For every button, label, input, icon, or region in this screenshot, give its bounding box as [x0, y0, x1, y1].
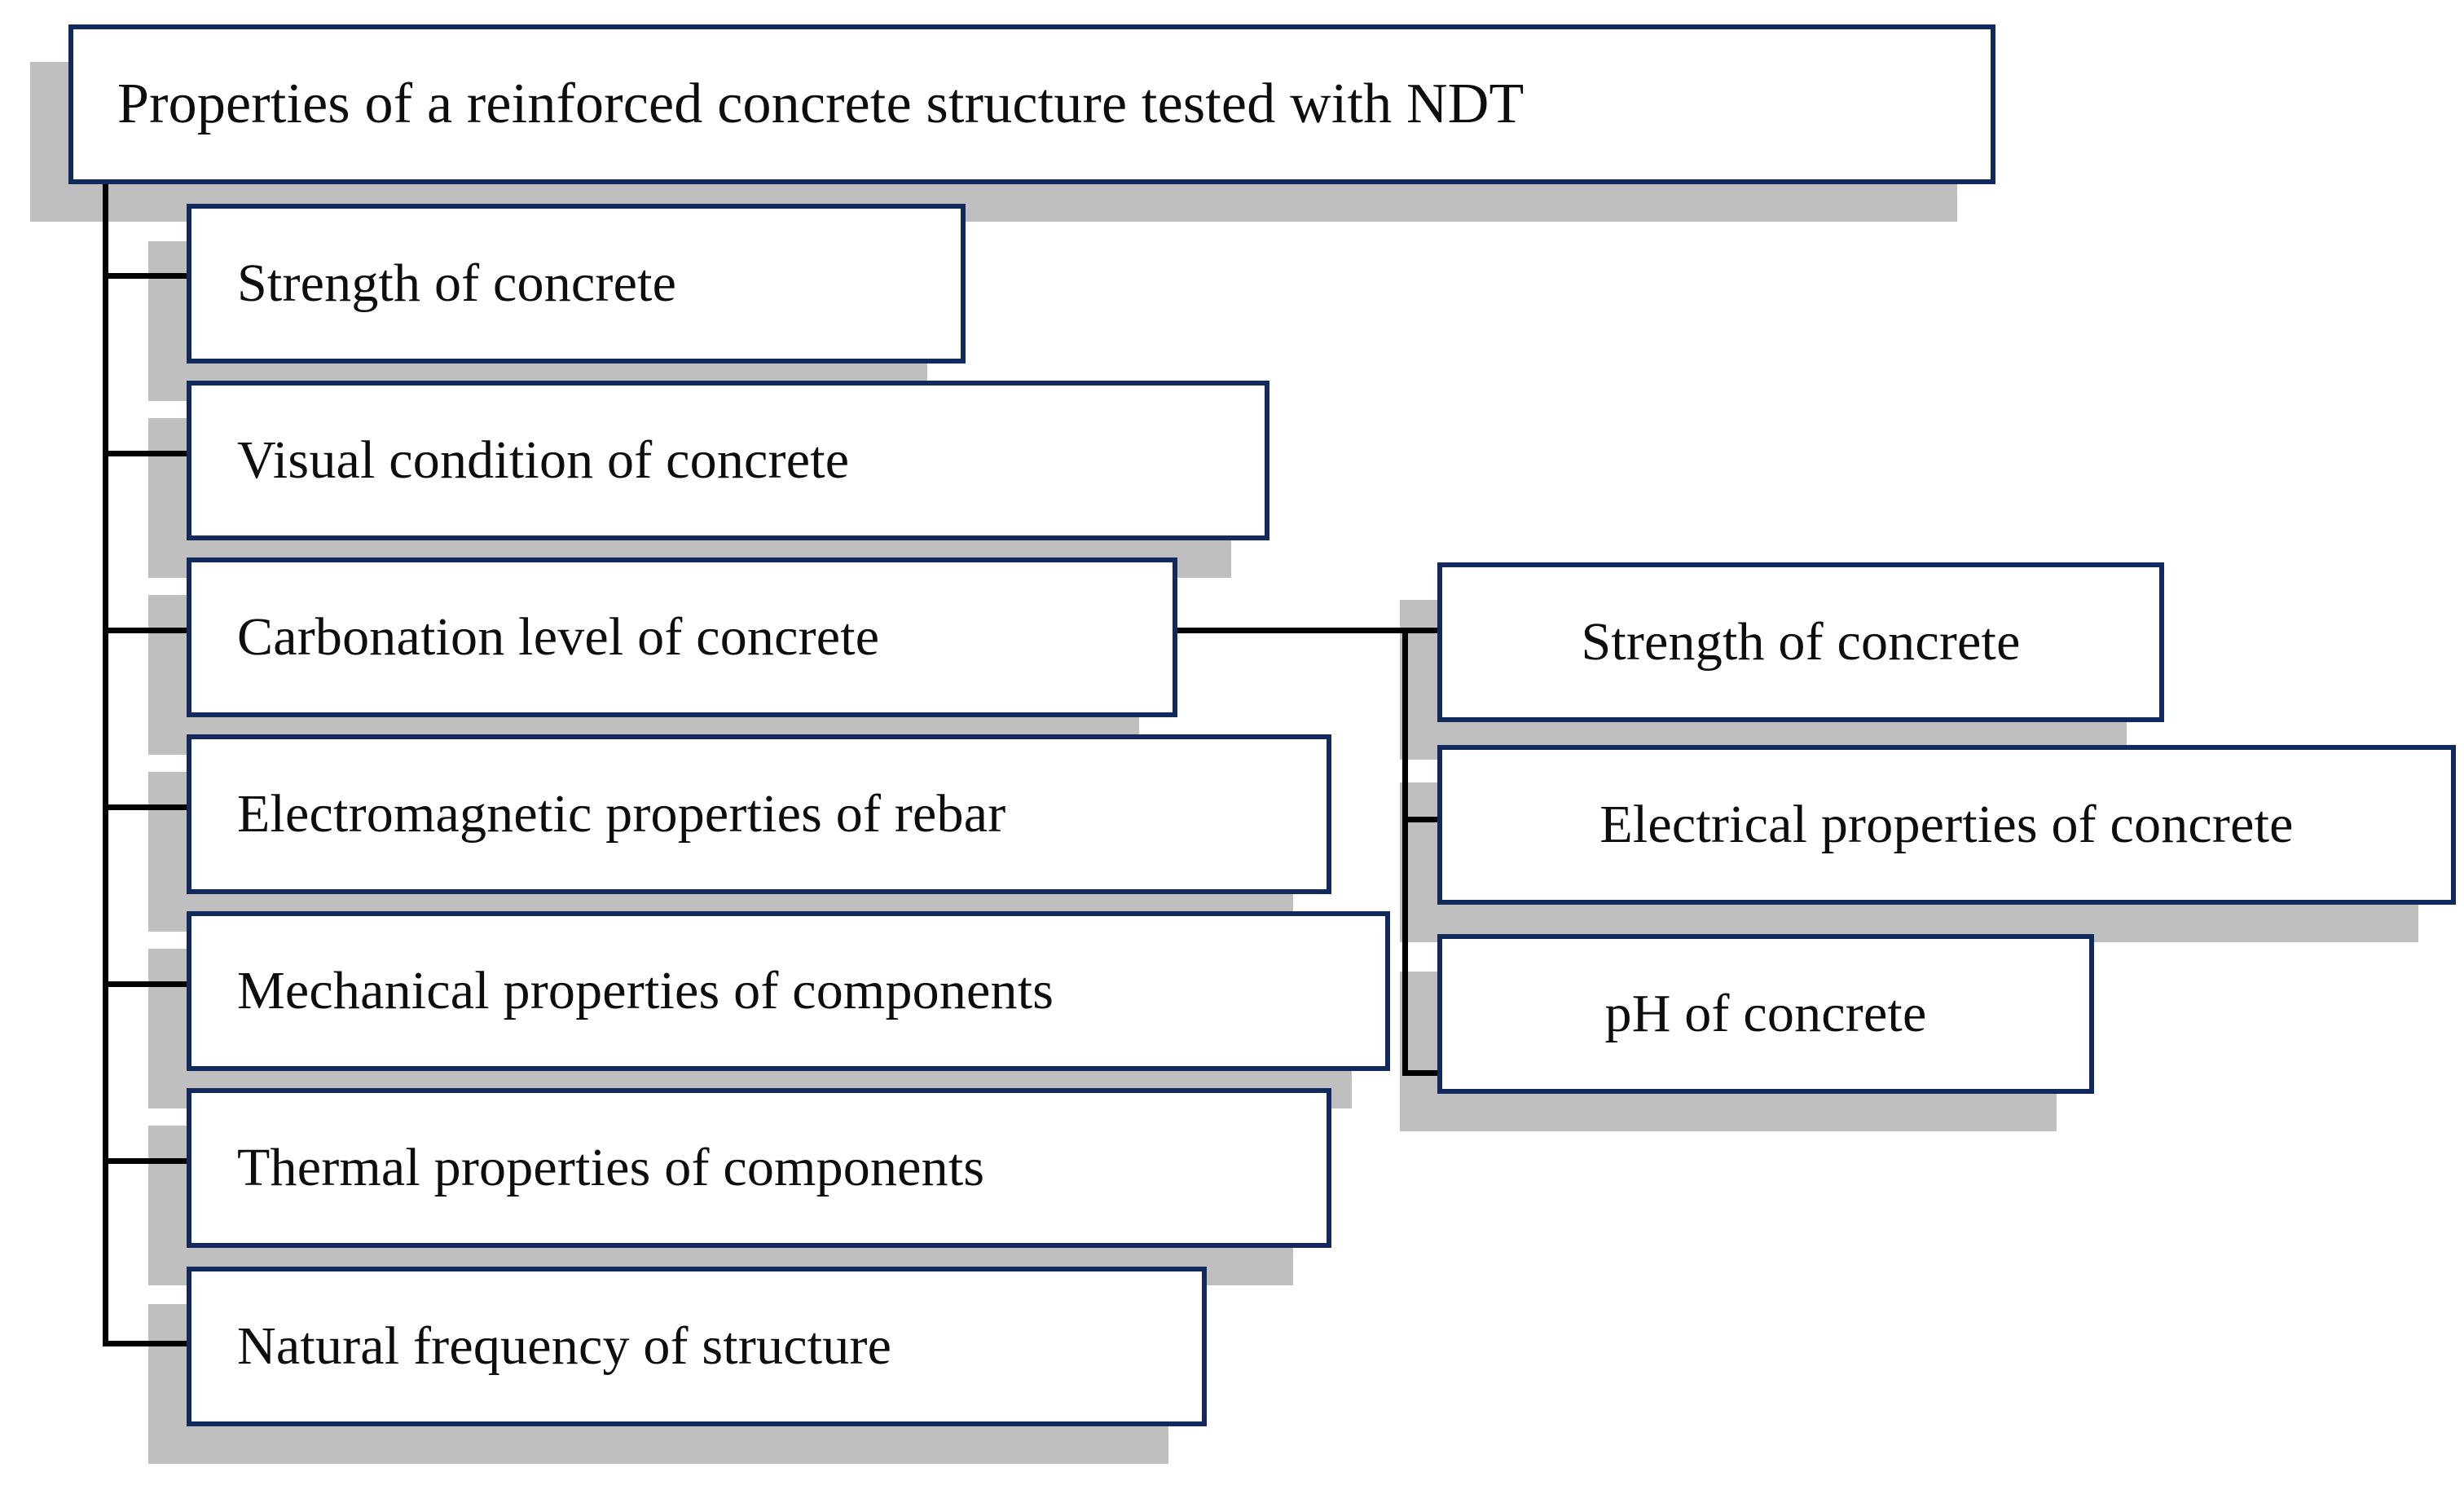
node-branch-2-label: Visual condition of concrete: [237, 430, 850, 491]
node-sub-strength-of-concrete[interactable]: Strength of concrete: [1437, 562, 2164, 722]
connector-branch-3: [103, 628, 192, 633]
connector-sub-3: [1402, 1070, 1451, 1076]
connector-sub-2: [1402, 817, 1451, 822]
connector-branch-7: [103, 1341, 192, 1346]
node-branch-5-label: Mechanical properties of components: [237, 961, 1054, 1021]
node-branch-natural-frequency-of-structure[interactable]: Natural frequency of structure: [187, 1267, 1207, 1426]
node-branch-visual-condition-of-concrete[interactable]: Visual condition of concrete: [187, 381, 1269, 540]
node-sub-ph-of-concrete[interactable]: pH of concrete: [1437, 934, 2094, 1094]
connector-sub-1: [1402, 628, 1451, 633]
node-branch-1-label: Strength of concrete: [237, 253, 677, 314]
node-branch-mechanical-properties-of-components[interactable]: Mechanical properties of components: [187, 911, 1390, 1071]
node-branch-carbonation-level-of-concrete[interactable]: Carbonation level of concrete: [187, 557, 1177, 717]
node-root-label: Properties of a reinforced concrete stru…: [117, 73, 1525, 136]
connector-branch-4: [103, 804, 192, 810]
node-branch-strength-of-concrete[interactable]: Strength of concrete: [187, 204, 966, 364]
connector-branch-6: [103, 1158, 192, 1164]
node-sub-3-label: pH of concrete: [1604, 984, 1927, 1044]
trunk-line-subtree: [1402, 628, 1408, 1076]
node-branch-thermal-properties-of-components[interactable]: Thermal properties of components: [187, 1088, 1331, 1248]
node-sub-1-label: Strength of concrete: [1581, 612, 2021, 672]
node-branch-7-label: Natural frequency of structure: [237, 1316, 892, 1377]
node-sub-electrical-properties-of-concrete[interactable]: Electrical properties of concrete: [1437, 745, 2456, 905]
node-root[interactable]: Properties of a reinforced concrete stru…: [68, 24, 1995, 184]
node-branch-electromagnetic-properties-of-rebar[interactable]: Electromagnetic properties of rebar: [187, 734, 1331, 894]
connector-carbonation-to-subtree: [1139, 628, 1408, 633]
node-branch-6-label: Thermal properties of components: [237, 1138, 985, 1198]
node-branch-3-label: Carbonation level of concrete: [237, 607, 880, 668]
node-branch-4-label: Electromagnetic properties of rebar: [237, 784, 1006, 844]
connector-branch-1: [103, 273, 192, 279]
trunk-line-main: [103, 147, 108, 1346]
connector-branch-2: [103, 451, 192, 456]
connector-branch-5: [103, 981, 192, 987]
node-sub-2-label: Electrical properties of concrete: [1599, 795, 2294, 855]
